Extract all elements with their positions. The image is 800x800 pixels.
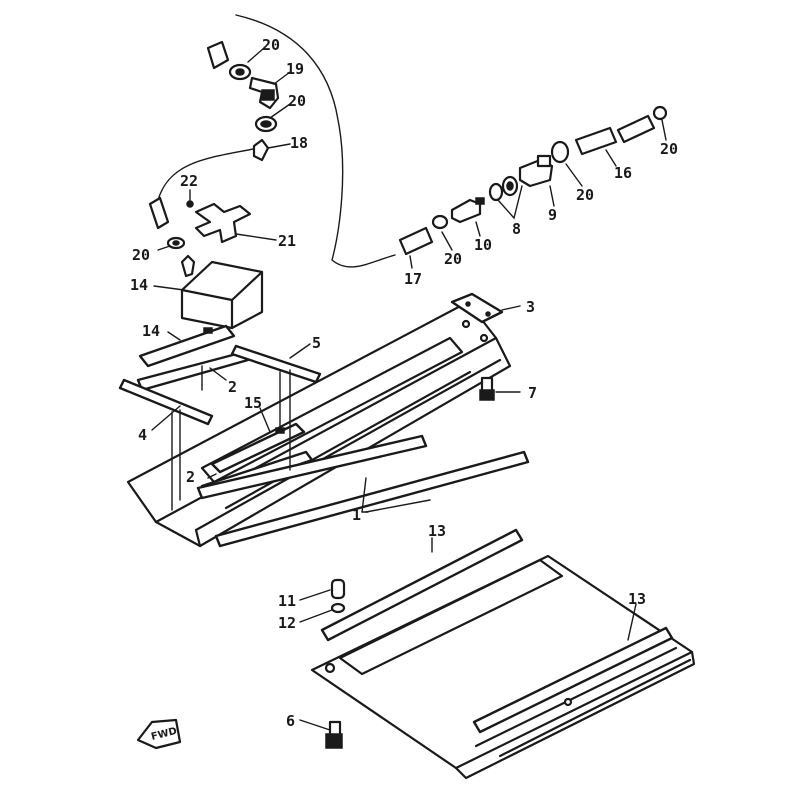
callout-labels: 20 19 20 18 22 21 20 14 14 5 2 4 15 2 3 … [130,36,678,730]
callout-13-upper: 13 [428,522,446,540]
screw-22 [186,200,194,208]
callout-16: 16 [614,164,632,182]
filter-box-15 [180,254,264,330]
hose-clamp-center [431,214,449,230]
callout-11: 11 [278,592,296,610]
callout-19: 19 [286,60,304,78]
alignment-lines [171,365,291,511]
elbow-fitting [248,76,280,110]
bolt-11 [330,578,346,600]
washer-12 [330,602,346,614]
bracket-21 [194,202,252,244]
rubber-strip-4 [118,378,214,426]
callout-17: 17 [404,270,422,288]
callout-21: 21 [278,232,296,250]
callout-3: 3 [526,298,535,316]
hose-end-right [616,114,656,144]
rubber-strip-13b [472,626,674,734]
callout-13-lower: 13 [628,590,646,608]
hose-segment-18 [252,138,270,162]
callout-1: 1 [352,506,361,524]
hose-clamp-right [550,140,570,164]
nipple-10 [450,197,485,224]
fwd-arrow-icon: FWD [136,718,182,750]
leader-lines [151,47,667,731]
hose-end-upper [206,40,230,70]
bracket-3 [450,292,504,324]
callout-20-top: 20 [262,36,280,54]
washers-8 [488,175,519,202]
long-strip-1a [196,434,428,500]
hose-line [235,14,396,268]
callout-22: 22 [180,172,198,190]
callout-15: 14 [130,276,148,294]
hose-16 [574,126,618,156]
hose-clamp-mid [254,115,278,133]
callout-4: 4 [138,426,147,444]
callout-9: 9 [548,206,557,224]
callout-6: 6 [286,712,295,730]
callout-14-lower: 15 [244,394,262,412]
callout-5: 5 [312,334,321,352]
hose-17 [398,226,434,256]
fitting-9 [518,154,554,188]
bolt-6 [325,720,343,749]
callout-14-upper: 14 [142,322,160,340]
callout-10: 10 [474,236,492,254]
rubber-strip-5 [230,344,322,384]
callout-20-center: 20 [444,250,462,268]
hose-clamp-upper [228,63,252,81]
callout-20-upper-mid: 20 [288,92,306,110]
hose-clamp-left [166,236,186,250]
long-strip-1b [214,450,530,548]
hose-line-left [157,147,259,201]
callout-18: 18 [290,134,308,152]
rubber-strip-13a [320,528,524,642]
hose-clamp-far-right [652,105,668,121]
callout-12: 12 [278,614,296,632]
seat-base-plate-lower [310,554,696,780]
callout-8: 8 [512,220,521,238]
callout-7: 7 [528,384,537,402]
callout-20-left: 20 [132,246,150,264]
hose-end-left [148,196,170,230]
callout-2-lower: 2 [186,468,195,486]
callout-2-upper: 2 [228,378,237,396]
callout-20-right: 20 [576,186,594,204]
rubber-strip-14a [138,324,236,368]
bolt-7 [479,376,495,401]
callout-20-far-right: 20 [660,140,678,158]
